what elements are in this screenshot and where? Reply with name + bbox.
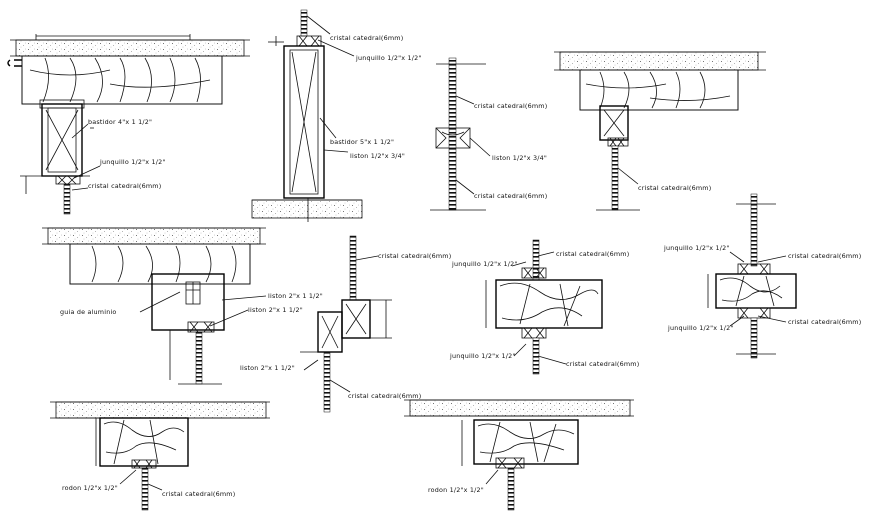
glass-pane-bot	[323, 351, 331, 413]
concrete-slab	[409, 399, 631, 417]
detail-3-glass-liston: cristal catedral(6mm) liston 1/2"x 3/4" …	[430, 57, 547, 211]
label-cristal-top: cristal catedral(6mm)	[474, 102, 547, 110]
frame-bastidor	[283, 45, 325, 199]
label-bastidor: bastidor 5"x 1 1/2"	[330, 138, 394, 146]
timber-transom	[715, 273, 797, 309]
label-cristal-bot: cristal catedral(6mm)	[348, 392, 421, 400]
label-rodon: rodon 1/2"x 1/2"	[62, 484, 118, 492]
timber-lintel	[69, 243, 251, 285]
detail-10-rodon: rodon 1/2"x 1/2"	[404, 399, 634, 511]
glass-pane	[195, 331, 203, 385]
floor-slab	[251, 199, 363, 219]
detail-5-sliding-guide: guia de aluminio liston 2"x 1 1/2" listo…	[42, 227, 323, 385]
label-liston-a: liston 2"x 1 1/2"	[268, 292, 323, 300]
label-cristal: cristal catedral(6mm)	[88, 182, 161, 190]
timber-frame	[99, 417, 189, 467]
glass-pane-bot	[750, 317, 758, 359]
glass-pane-top	[750, 193, 758, 267]
label-cristal: cristal catedral(6mm)	[330, 34, 403, 42]
detail-7-mullion: junquillo 1/2"x 1/2" cristal catedral(6m…	[449, 239, 639, 375]
detail-4-head: cristal catedral(6mm)	[554, 51, 766, 211]
label-junquillo: junquillo 1/2"x 1/2"	[355, 54, 422, 62]
detail-9-rodon: rodon 1/2"x 1/2" cristal catedral(6mm)	[50, 401, 270, 511]
concrete-slab	[559, 51, 759, 71]
label-junquillo: junquillo 1/2"x 1/2"	[99, 158, 166, 166]
timber-frame	[473, 419, 579, 465]
concrete-slab	[47, 227, 261, 245]
glass-pane-top	[532, 239, 540, 281]
detail-8-mullion: junquillo 1/2"x 1/2" cristal catedral(6m…	[663, 193, 861, 359]
glass-pane	[448, 57, 457, 211]
label-guia: guia de aluminio	[60, 308, 117, 316]
concrete-slab	[55, 401, 267, 419]
label-cristal-bot: cristal catedral(6mm)	[566, 360, 639, 368]
label-liston: liston 2"x 1 1/2"	[240, 364, 295, 372]
label-rodon: rodon 1/2"x 1/2"	[428, 486, 484, 494]
label-cristal-bot: cristal catedral(6mm)	[474, 192, 547, 200]
label-junquillo-bot: junquillo 1/2"x 1/2"	[449, 352, 516, 360]
label-cristal-top: cristal catedral(6mm)	[788, 252, 861, 260]
label-liston: liston 1/2"x 3/4"	[492, 154, 547, 162]
label-cristal: cristal catedral(6mm)	[638, 184, 711, 192]
label-cristal: cristal catedral(6mm)	[162, 490, 235, 498]
glass-pane	[611, 145, 619, 211]
label-liston-b: liston 2"x 1 1/2"	[248, 306, 303, 314]
label-liston: liston 1/2"x 3/4"	[350, 152, 405, 160]
label-cristal-top: cristal catedral(6mm)	[556, 250, 629, 258]
label-junquillo-bot: junquillo 1/2"x 1/2"	[667, 324, 734, 332]
label-junquillo-top: junquillo 1/2"x 1/2"	[663, 244, 730, 252]
detail-1-head-jamb: bastidor 4"x 1 1/2" junquillo 1/2"x 1/2"…	[7, 34, 250, 215]
detail-6-offset-jamb: cristal catedral(6mm) liston 2"x 1 1/2" …	[240, 235, 451, 413]
label-cristal-bot: cristal catedral(6mm)	[788, 318, 861, 326]
label-junquillo-top: junquillo 1/2"x 1/2"	[451, 260, 518, 268]
timber-transom	[495, 279, 603, 329]
timber-lintel	[579, 69, 739, 111]
glass-pane	[141, 467, 149, 511]
concrete-slab	[15, 39, 245, 57]
glass-pane	[300, 9, 308, 37]
label-cristal-top: cristal catedral(6mm)	[378, 252, 451, 260]
label-bastidor: bastidor 4"x 1 1/2"	[88, 118, 152, 126]
glass-pane	[507, 467, 515, 511]
glass-pane-top	[349, 235, 357, 301]
detail-2-tall-jamb: cristal catedral(6mm) junquillo 1/2"x 1/…	[251, 9, 422, 222]
glass-pane	[63, 183, 71, 215]
